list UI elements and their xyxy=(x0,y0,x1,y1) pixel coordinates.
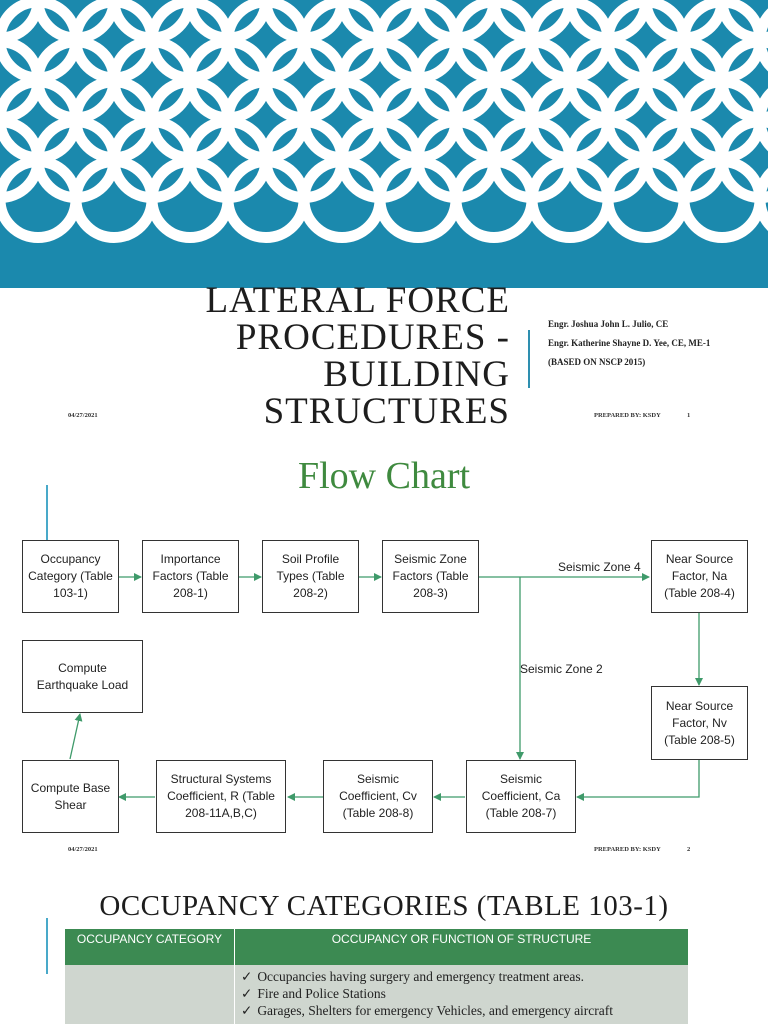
label-seismic-zone-2: Seismic Zone 2 xyxy=(520,662,603,676)
flow-chart-slide: Flow Chart Occupancy Category (Table 103… xyxy=(0,440,768,860)
box-soil-profile-types: Soil Profile Types (Table 208-2) xyxy=(262,540,359,613)
title-divider xyxy=(528,330,530,388)
list-item: ✓Occupancies having surgery and emergenc… xyxy=(241,969,585,984)
accent-line xyxy=(46,918,48,974)
header-occupancy-function: OCCUPANCY OR FUNCTION OF STRUCTURE xyxy=(331,932,592,946)
slide1-date: 04/27/2021 xyxy=(68,412,98,419)
box-near-source-na: Near Source Factor, Na (Table 208-4) xyxy=(651,540,748,613)
occupancy-table: OCCUPANCY CATEGORY OCCUPANCY OR FUNCTION… xyxy=(65,929,688,1024)
author-2: Engr. Katherine Shayne D. Yee, CE, ME-1 xyxy=(548,338,711,348)
box-seismic-zone-factors: Seismic Zone Factors (Table 208-3) xyxy=(382,540,479,613)
list-item: ✓Fire and Police Stations xyxy=(241,986,386,1001)
slide1-page-number: 1 xyxy=(687,412,691,419)
box-compute-earthquake-load: Compute Earthquake Load xyxy=(22,640,143,713)
slide2-prepared-by: PREPARED BY: KSDY xyxy=(594,846,661,853)
checkmark-icon: ✓ xyxy=(241,986,253,1001)
flow-connectors xyxy=(69,573,703,801)
slide2-page-number: 2 xyxy=(687,846,691,853)
occupancy-title: OCCUPANCY CATEGORIES (TABLE 103-1) xyxy=(99,890,669,922)
box-seismic-coefficient-ca: Seismic Coefficient, Ca (Table 208-7) xyxy=(466,760,576,833)
slide2-date: 04/27/2021 xyxy=(68,846,98,853)
arrow-nv-ca xyxy=(576,760,700,801)
box-importance-factors: Importance Factors (Table 208-1) xyxy=(142,540,239,613)
pattern-ring xyxy=(754,168,768,231)
box-occupancy-category: Occupancy Category (Table 103-1) xyxy=(22,540,119,613)
title-slide: LATERAL FORCE PROCEDURES - BUILDING STRU… xyxy=(0,0,768,440)
box-near-source-nv: Near Source Factor, Nv (Table 208-5) xyxy=(651,686,748,760)
header-occupancy-category: OCCUPANCY CATEGORY xyxy=(65,929,235,965)
box-structural-systems-r: Structural Systems Coefficient, R (Table… xyxy=(156,760,286,833)
checkmark-icon: ✓ xyxy=(241,1003,253,1018)
table-header: OCCUPANCY CATEGORY OCCUPANCY OR FUNCTION… xyxy=(65,929,688,965)
arrow-base-eq xyxy=(69,713,83,760)
box-compute-base-shear: Compute Base Shear xyxy=(22,760,119,833)
list-item: ✓Garages, Shelters for emergency Vehicle… xyxy=(241,1003,614,1018)
accent-line xyxy=(46,485,48,541)
slide1-prepared-by: PREPARED BY: KSDY xyxy=(594,412,661,419)
author-1: Engr. Joshua John L. Julio, CE xyxy=(548,319,669,329)
flow-chart-title: Flow Chart xyxy=(297,455,471,497)
decorative-ring-pattern xyxy=(0,0,768,288)
checkmark-icon: ✓ xyxy=(241,969,253,984)
table-row: ✓Occupancies having surgery and emergenc… xyxy=(65,965,688,1024)
presentation-title: LATERAL FORCE PROCEDURES - BUILDING STRU… xyxy=(205,280,510,432)
authors-block: Engr. Joshua John L. Julio, CE Engr. Kat… xyxy=(548,318,753,375)
box-seismic-coefficient-cv: Seismic Coefficient, Cv (Table 208-8) xyxy=(323,760,433,833)
function-cell: ✓Occupancies having surgery and emergenc… xyxy=(235,965,688,1024)
label-seismic-zone-4: Seismic Zone 4 xyxy=(558,560,641,574)
basis-note: (BASED ON NSCP 2015) xyxy=(548,357,646,367)
occupancy-categories-slide: OCCUPANCY CATEGORIES (TABLE 103-1) OCCUP… xyxy=(0,860,768,1024)
category-cell xyxy=(65,965,235,1024)
